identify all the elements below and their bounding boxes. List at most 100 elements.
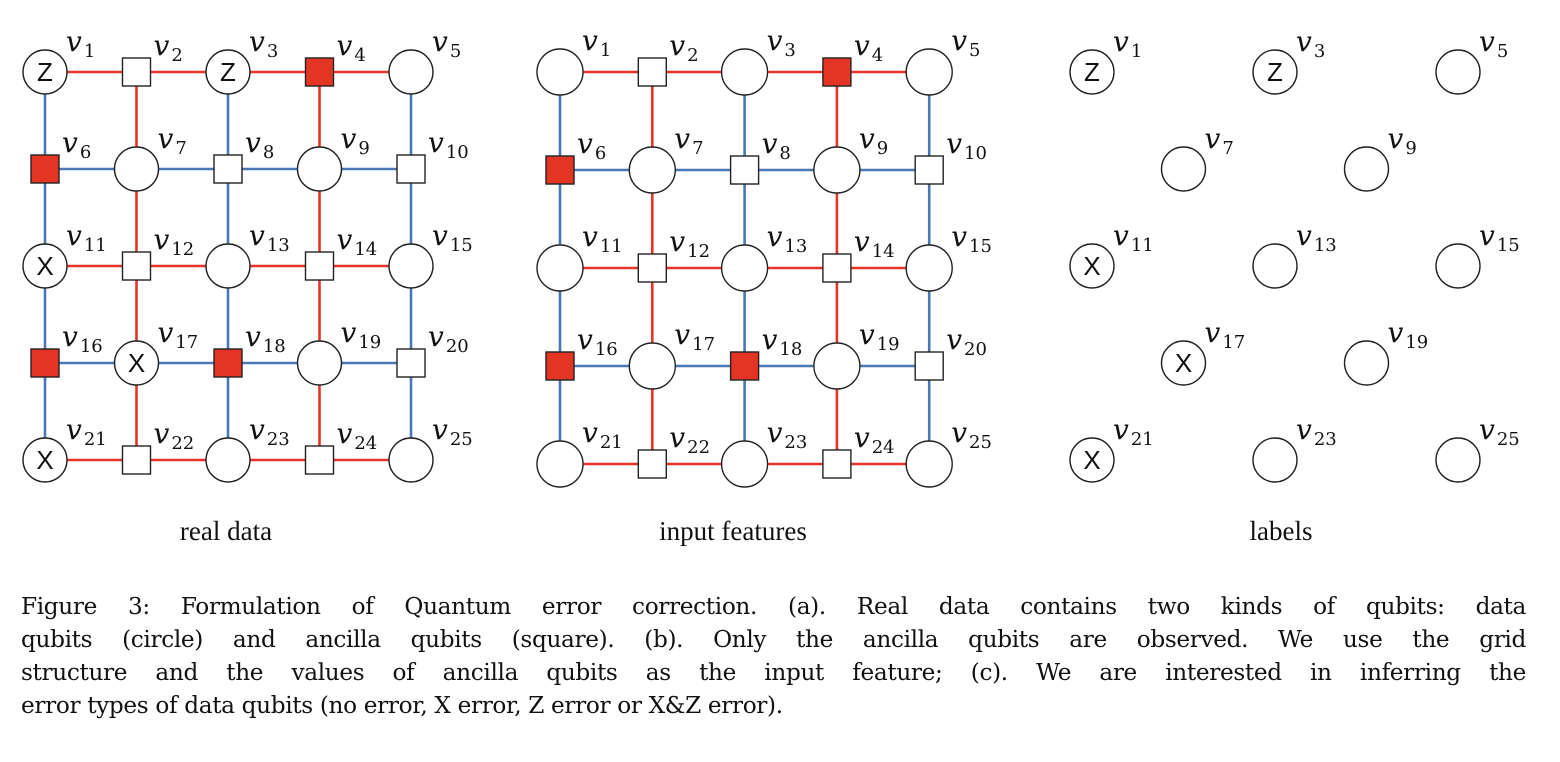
ancilla-qubit-v8 (729, 155, 760, 185)
error-mark-X: X (128, 348, 145, 378)
data-qubit-v17 (628, 342, 676, 390)
data-qubit-v3 (205, 49, 251, 95)
data-qubit-v1 (22, 49, 68, 95)
data-qubit-v9 (813, 146, 861, 194)
data-qubit-v1 (536, 48, 584, 96)
data-qubit-v23 (720, 440, 769, 488)
data-qubit-v7 (628, 146, 676, 194)
panel-title-input-features: input features (659, 516, 807, 546)
data-qubit-v23 (1252, 437, 1298, 483)
ancilla-qubit-v10 (396, 154, 426, 184)
ancilla-qubit-v4 (822, 57, 852, 87)
data-qubit-v9 (296, 146, 343, 192)
data-qubit-v1 (1069, 49, 1115, 95)
ancilla-qubit-v16 (545, 351, 575, 381)
data-qubit-v15 (905, 244, 953, 292)
error-mark-Z: Z (1084, 57, 1100, 87)
ancilla-qubit-v20 (914, 351, 944, 381)
data-qubit-v15 (388, 243, 434, 289)
panel-title-real-data: real data (179, 516, 273, 546)
data-qubit-v25 (388, 437, 434, 483)
caption-line: qubits (circle) and ancilla qubits (squa… (21, 626, 1526, 653)
ancilla-qubit-v10 (914, 155, 944, 185)
data-qubit-v5 (1435, 49, 1481, 95)
error-mark-Z: Z (1267, 57, 1283, 87)
data-qubit-v5 (388, 49, 434, 95)
caption-line: structure and the values of ancilla qubi… (21, 659, 1526, 686)
ancilla-qubit-v12 (637, 253, 667, 283)
ancilla-qubit-v16 (30, 348, 60, 378)
data-qubit-v11 (536, 244, 584, 292)
ancilla-qubit-v14 (304, 251, 335, 281)
data-qubit-v5 (905, 48, 953, 96)
ancilla-qubit-v6 (545, 155, 575, 185)
data-qubit-v25 (1435, 437, 1481, 483)
data-qubit-v11 (22, 243, 68, 289)
data-qubit-v11 (1069, 243, 1115, 289)
ancilla-qubit-v6 (30, 154, 60, 184)
panel-title-labels: labels (1249, 516, 1313, 546)
ancilla-qubit-v8 (213, 154, 243, 184)
ancilla-qubit-v12 (121, 251, 152, 281)
ancilla-qubit-v14 (822, 253, 852, 283)
ancilla-qubit-v2 (121, 57, 152, 87)
data-qubit-v9 (1343, 146, 1390, 192)
data-qubit-v21 (536, 440, 584, 488)
error-mark-X: X (1083, 251, 1100, 281)
error-mark-X: X (1083, 445, 1100, 475)
data-qubit-v19 (296, 340, 343, 386)
error-mark-Z: Z (37, 57, 53, 87)
ancilla-qubit-v4 (304, 57, 335, 87)
ancilla-qubit-v22 (637, 449, 667, 479)
error-mark-X: X (36, 251, 53, 281)
data-qubit-v17 (1160, 340, 1207, 386)
